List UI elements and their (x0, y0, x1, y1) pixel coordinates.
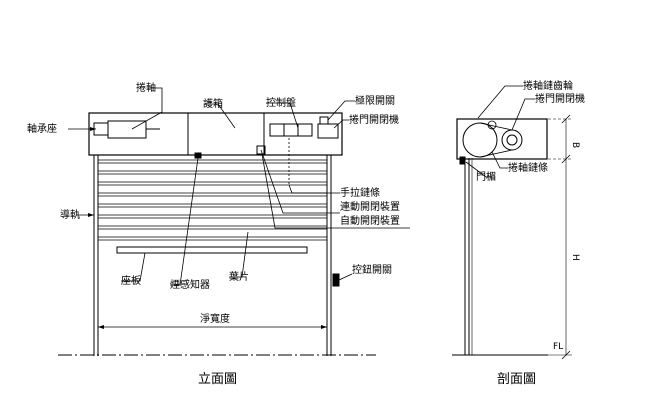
label-clear-width: 淨寬度 (200, 312, 230, 325)
opener-motor (317, 123, 339, 139)
dim-label-fl: FL (553, 342, 563, 352)
elevation-labels: 捲軸 軸承座 護箱 控制盤 極限開關 捲門開閉機 手拉鏈條 連動開閉裝置 自動開… (27, 81, 400, 387)
section-housing (456, 118, 548, 160)
caption-section: 剖面圖 (497, 372, 536, 387)
label-auto-device: 自動開閉裝置 (340, 214, 400, 227)
section-opener-outer (501, 129, 523, 151)
label-lintel: 門楣 (476, 170, 496, 183)
control-box-c (297, 123, 313, 137)
label-push-button-switch: 控鈕開關 (352, 263, 392, 276)
label-shaft-chain: 捲軸鏈條 (508, 161, 548, 174)
lintel-post (459, 156, 466, 165)
section-labels: 捲軸鏈齒輪 捲門開閉機 門楣 捲軸鏈條 B H FL 剖面圖 (476, 79, 585, 387)
label-guide-rail: 導軌 (60, 208, 80, 221)
section-view (452, 85, 572, 360)
control-box-a (269, 123, 285, 137)
bearing-block (93, 122, 109, 136)
label-slat: 葉片 (229, 270, 249, 283)
section-roller (462, 122, 498, 158)
elevation-view (58, 87, 410, 356)
label-bottom-plate: 座板 (121, 274, 141, 287)
opener-small (319, 116, 329, 125)
label-section-door-opener: 捲門開閉機 (535, 92, 585, 105)
leader-lines (68, 87, 410, 286)
dim-label-b: B (570, 142, 580, 148)
label-limit-switch: 極限開關 (355, 94, 395, 107)
caption-elevation: 立面圖 (198, 372, 237, 387)
housing-box (88, 112, 343, 156)
label-smoke-detector: 煙感知器 (170, 278, 210, 291)
smoke-detector-mark (194, 152, 202, 159)
label-linked-device: 連動開閉裝置 (340, 200, 400, 213)
device-mark (256, 145, 266, 155)
label-bearing-seat: 軸承座 (27, 122, 57, 135)
push-button-box (332, 273, 340, 287)
label-door-opener: 捲門開閉機 (349, 113, 399, 126)
label-guard-box: 護箱 (203, 97, 223, 110)
bottom-plate-shape (116, 246, 308, 254)
label-control-panel: 控制盤 (266, 96, 296, 109)
control-box-b (283, 123, 299, 137)
shaft-drum (107, 120, 147, 139)
label-hand-chain: 手拉鏈條 (340, 186, 380, 199)
section-leaders (465, 85, 535, 178)
label-roller-shaft: 捲軸 (136, 81, 156, 94)
label-shaft-sprocket: 捲軸鏈齒輪 (523, 79, 573, 92)
dim-label-h: H (570, 254, 580, 261)
section-opener-inner (506, 134, 518, 146)
